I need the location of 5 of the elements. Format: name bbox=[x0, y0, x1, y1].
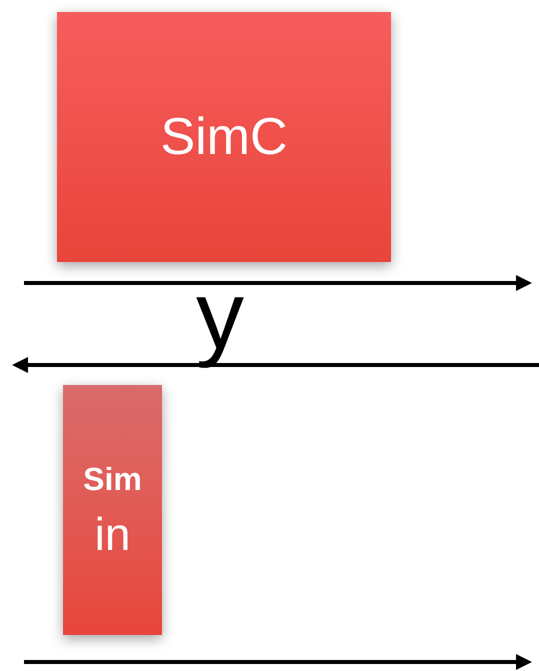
box-label: Sim bbox=[83, 463, 142, 495]
box-label: in bbox=[94, 511, 130, 557]
process-box bbox=[57, 12, 391, 262]
process-box bbox=[63, 385, 162, 635]
box-label: SimC bbox=[160, 111, 288, 163]
